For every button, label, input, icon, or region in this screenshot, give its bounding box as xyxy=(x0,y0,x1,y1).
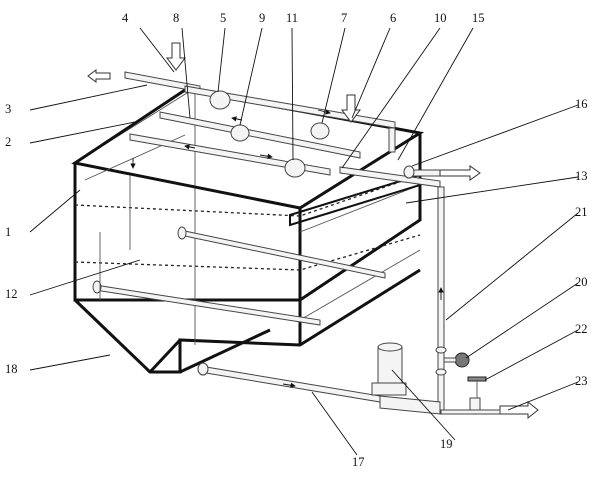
level-line-upper xyxy=(74,174,421,217)
fitting-16 xyxy=(403,165,415,179)
callout-2: 2 xyxy=(5,135,11,149)
pump-7 xyxy=(310,122,330,140)
callout-21: 21 xyxy=(575,205,588,219)
pump-5 xyxy=(209,90,231,110)
bottom-piping xyxy=(197,342,441,415)
callout-10: 10 xyxy=(434,11,447,25)
callout-9: 9 xyxy=(259,11,265,25)
callout-22: 22 xyxy=(575,322,588,336)
outlet-arrow-23 xyxy=(499,400,539,420)
valve-20 xyxy=(454,352,470,368)
level-line-lower xyxy=(74,234,421,271)
callout-16: 16 xyxy=(575,97,588,111)
pump-19 xyxy=(377,346,403,390)
callout-19: 19 xyxy=(440,437,453,451)
callout-18: 18 xyxy=(5,362,18,376)
callout-12: 12 xyxy=(5,287,18,301)
leader-lines xyxy=(29,27,579,456)
callout-23: 23 xyxy=(575,374,588,388)
callout-6: 6 xyxy=(390,11,396,25)
outlet-arrow-right xyxy=(439,165,481,181)
callout-7: 7 xyxy=(341,11,347,25)
outlet-arrow-left xyxy=(87,69,111,83)
top-manifold xyxy=(87,42,396,178)
callout-20: 20 xyxy=(575,275,588,289)
hopper xyxy=(73,230,421,374)
inner-pipes xyxy=(92,175,386,326)
valve-22 xyxy=(467,376,487,382)
pump-11 xyxy=(284,158,306,178)
callout-8: 8 xyxy=(173,11,179,25)
callout-5: 5 xyxy=(220,11,226,25)
callout-labels: 4 8 5 9 11 7 6 10 15 16 3 2 13 1 21 12 2… xyxy=(5,11,588,469)
callout-1: 1 xyxy=(5,225,11,239)
pump-9 xyxy=(230,124,250,142)
callout-11: 11 xyxy=(286,11,298,25)
callout-4: 4 xyxy=(122,11,129,25)
callout-3: 3 xyxy=(5,102,11,116)
inlet-arrow-4 xyxy=(166,42,186,71)
callout-13: 13 xyxy=(575,169,588,183)
callout-15: 15 xyxy=(472,11,485,25)
callout-17: 17 xyxy=(352,455,365,469)
right-piping xyxy=(339,165,539,420)
inlet-arrow-6 xyxy=(341,94,361,123)
